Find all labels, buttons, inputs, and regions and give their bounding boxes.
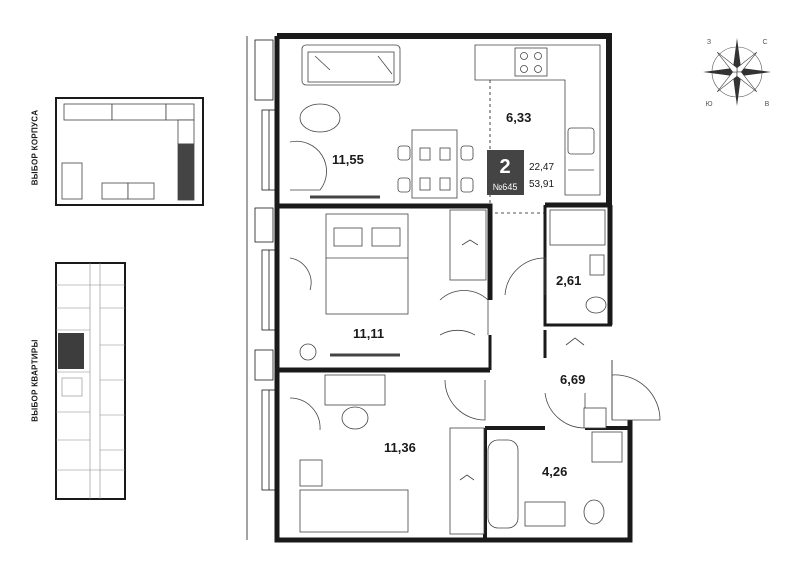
- apartment-selector[interactable]: [55, 262, 126, 500]
- armchair: [299, 103, 341, 133]
- selected-apartment[interactable]: [58, 333, 84, 369]
- bathroom-fixtures: [487, 407, 623, 529]
- living-area: 22,47: [529, 162, 554, 173]
- wc-fixtures: [549, 209, 607, 346]
- desk: [324, 374, 386, 430]
- building-selector[interactable]: [55, 97, 204, 206]
- left-windows: [254, 39, 277, 491]
- total-area: 53,91: [529, 179, 554, 190]
- dining-table: [397, 129, 474, 199]
- walls: [274, 33, 633, 543]
- nightstand: [299, 459, 323, 487]
- compass-south: Ю: [705, 101, 712, 108]
- room-area-wc: 2,61: [556, 273, 581, 288]
- compass-north: С: [762, 39, 767, 46]
- apartment-number: №645: [493, 182, 518, 192]
- plant-icon: [299, 343, 317, 361]
- kitchen-counter: [474, 44, 601, 196]
- selected-building[interactable]: [177, 143, 195, 201]
- room-area-bathroom: 4,26: [542, 464, 567, 479]
- room-area-bedroom-1: 11,11: [353, 326, 384, 341]
- single-bed: [299, 489, 409, 533]
- room-area-hallway: 6,69: [560, 372, 585, 387]
- room-area-kitchen-zone: 6,33: [506, 110, 531, 125]
- apartment-badge: 2 №645 22,47 53,91: [487, 150, 554, 195]
- wardrobe-1: [449, 209, 487, 281]
- compass-east: В: [765, 101, 770, 108]
- compass-rose: С В Ю З: [703, 38, 771, 108]
- room-area-kitchen-living: 11,55: [332, 152, 364, 167]
- wardrobe-2: [449, 427, 485, 535]
- double-bed: [325, 213, 409, 315]
- room-area-bedroom-2: 11,36: [384, 440, 416, 455]
- compass-west: З: [707, 39, 711, 46]
- sofa: [301, 44, 401, 86]
- rooms-count: 2: [499, 156, 510, 178]
- doors: [289, 140, 661, 431]
